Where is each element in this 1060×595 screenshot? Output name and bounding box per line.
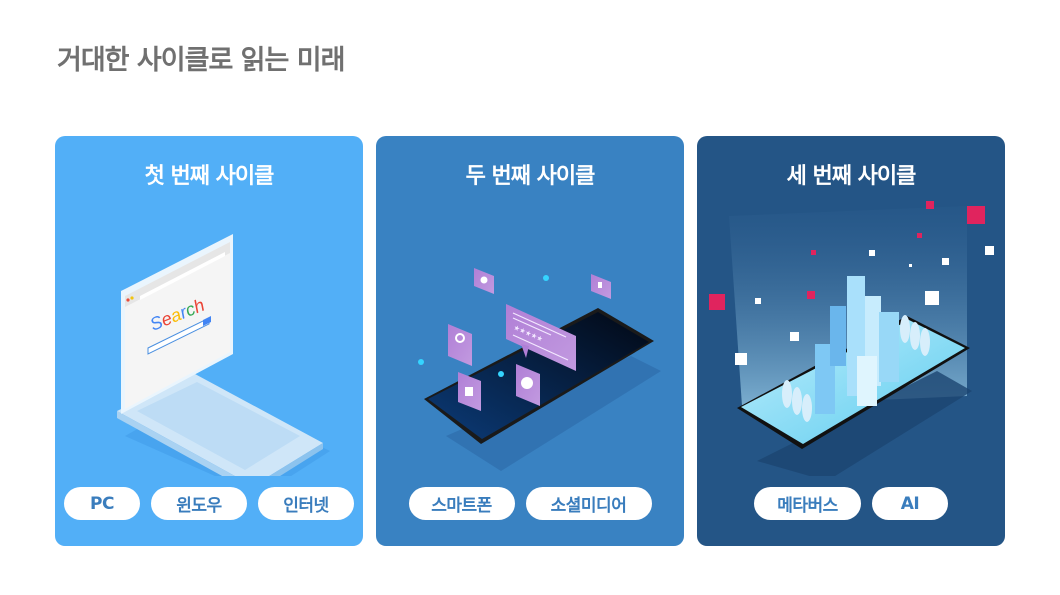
city-hologram-icon [709,201,994,476]
card-title: 첫 번째 사이클 [144,164,275,189]
tag-metaverse[interactable]: 메타버스 [754,487,861,520]
cycle-card-third: 세 번째 사이클 [697,136,1005,546]
tag-group: PC 윈도우 인터넷 [55,487,363,520]
tag-internet[interactable]: 인터넷 [258,487,354,520]
tag-smartphone[interactable]: 스마트폰 [408,487,515,520]
card-title: 두 번째 사이클 [465,164,596,189]
tag-ai[interactable]: AI [872,487,948,520]
page-title: 거대한 사이클로 읽는 미래 [57,45,345,76]
tag-group: 스마트폰 소셜미디어 [376,487,684,520]
tag-group: 메타버스 AI [697,487,1005,520]
card-title: 세 번째 사이클 [786,164,917,189]
tag-pc[interactable]: PC [64,487,140,520]
laptop-search-icon: Search [117,234,330,476]
smartphone-social-icon: ★★★★★ [418,268,661,471]
tag-social-media[interactable]: 소셜미디어 [525,487,652,520]
cycle-card-first: 첫 번째 사이클 Search PC 윈도우 인터넷 [55,136,363,546]
tag-windows[interactable]: 윈도우 [151,487,247,520]
cycle-card-second: 두 번째 사이클 ★★★★★ [376,136,684,546]
svg-text:Search: Search [147,295,207,335]
